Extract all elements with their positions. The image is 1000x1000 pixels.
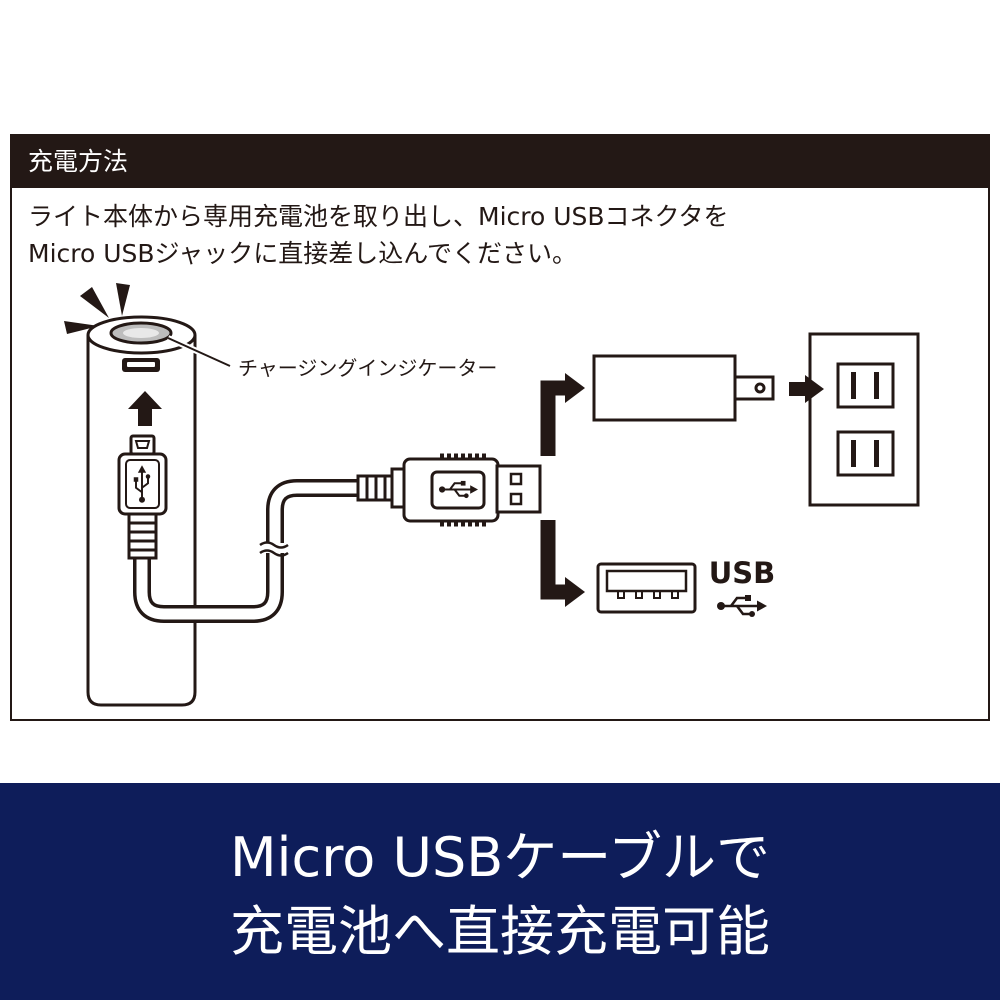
panel-title: 充電方法 xyxy=(28,147,129,176)
usb-label: USB xyxy=(709,556,776,590)
outlet-socket xyxy=(836,362,895,409)
feature-banner: Micro USBケーブルで 充電池へ直接充電可能 xyxy=(0,783,1000,1000)
usb-a-plug-icon xyxy=(356,453,542,527)
charging-diagram: チャージングインジケーター xyxy=(64,283,920,707)
micro-usb-plug-icon xyxy=(117,434,168,560)
indicator-callout: チャージングインジケーター xyxy=(166,335,497,380)
usb-port-icon xyxy=(596,562,697,614)
banner-line-2: 充電池へ直接充電可能 xyxy=(230,900,770,963)
instruction-line-2: Micro USBジャックに直接差し込んでください。 xyxy=(28,239,578,268)
usb-cable xyxy=(133,479,362,623)
cable-break-icon xyxy=(259,541,289,557)
panel-header: 充電方法 xyxy=(12,136,988,188)
up-arrow-icon xyxy=(128,391,162,426)
instructions: ライト本体から専用充電池を取り出し、Micro USBコネクタを Micro U… xyxy=(28,198,729,272)
instruction-line-1: ライト本体から専用充電池を取り出し、Micro USBコネクタを xyxy=(28,202,729,231)
charging-indicator xyxy=(109,321,173,345)
ac-adapter-icon xyxy=(592,354,775,422)
right-arrow-icon xyxy=(789,375,824,403)
wall-outlet-icon xyxy=(808,332,920,507)
micro-usb-port-icon xyxy=(122,358,160,372)
glow-icon xyxy=(64,283,130,334)
outlet-socket xyxy=(836,430,895,477)
usb-symbol-icon xyxy=(717,594,767,618)
branch-arrow-icon xyxy=(540,373,585,607)
indicator-label: チャージングインジケーター xyxy=(238,356,497,380)
banner-line-1: Micro USBケーブルで xyxy=(229,826,771,889)
